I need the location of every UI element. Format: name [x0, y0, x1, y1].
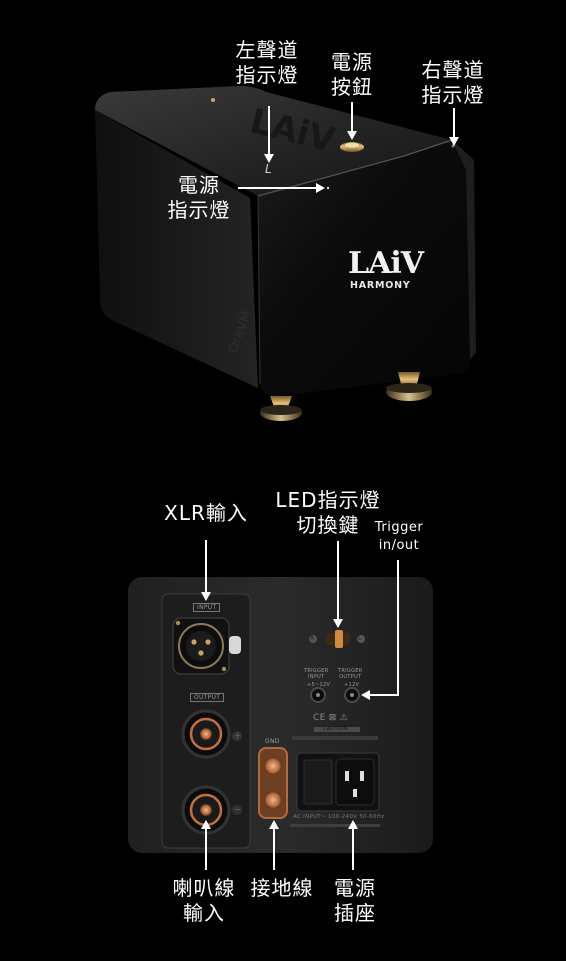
trigger-output-label: TRIGGER OUTPUT — [338, 668, 363, 680]
output-tag: OUTPUT — [190, 693, 225, 702]
trigger-label: Trigger in/out — [374, 520, 424, 553]
amplifier-rear-panel — [128, 577, 433, 853]
input-tag: INPUT — [193, 603, 221, 612]
power-button-label: 電源 按鈕 — [331, 50, 373, 99]
trigger-input-label: TRIGGER INPUT — [304, 668, 329, 680]
chassis-top-face — [95, 86, 452, 196]
trigger-output-range: +12V — [344, 682, 360, 688]
power-socket-label: 電源 插座 — [334, 876, 376, 925]
ce-marks: CE ⊠ ⚠ — [313, 713, 349, 723]
front-brand-logo: LAiV — [348, 246, 424, 281]
left-channel-marker: L — [265, 162, 272, 176]
left-channel-led-label: 左聲道 指示燈 — [235, 38, 299, 87]
minus-marker: − — [234, 805, 242, 814]
trigger-input-range: +5~12V — [307, 682, 331, 688]
right-channel-led-label: 右聲道 指示燈 — [421, 58, 485, 107]
front-left-foot — [260, 396, 302, 421]
chassis-front-face — [258, 140, 470, 397]
speaker-input-label: 喇叭線 輸入 — [172, 876, 236, 925]
gnd-tag: GND — [265, 738, 280, 745]
power-led-label: 電源 指示燈 — [167, 173, 231, 222]
chassis-side-face — [95, 110, 258, 388]
switch-l-label: L — [358, 635, 362, 642]
led-switch-label: LED指示燈 切換鍵 — [275, 488, 381, 537]
ground-label: 接地線 — [250, 876, 314, 900]
switch-r-label: R — [310, 635, 315, 642]
front-right-foot — [386, 372, 432, 401]
ac-input-text: AC INPUT~ 100-240V 50-60Hz — [293, 814, 385, 820]
caution-text: CAUTION — [323, 726, 348, 732]
xlr-input-label: XLR輸入 — [164, 501, 248, 525]
plus-marker: + — [234, 731, 242, 740]
amplifier-front-render: LAiV — [95, 86, 476, 421]
front-model-name: HARMONY — [350, 280, 411, 291]
